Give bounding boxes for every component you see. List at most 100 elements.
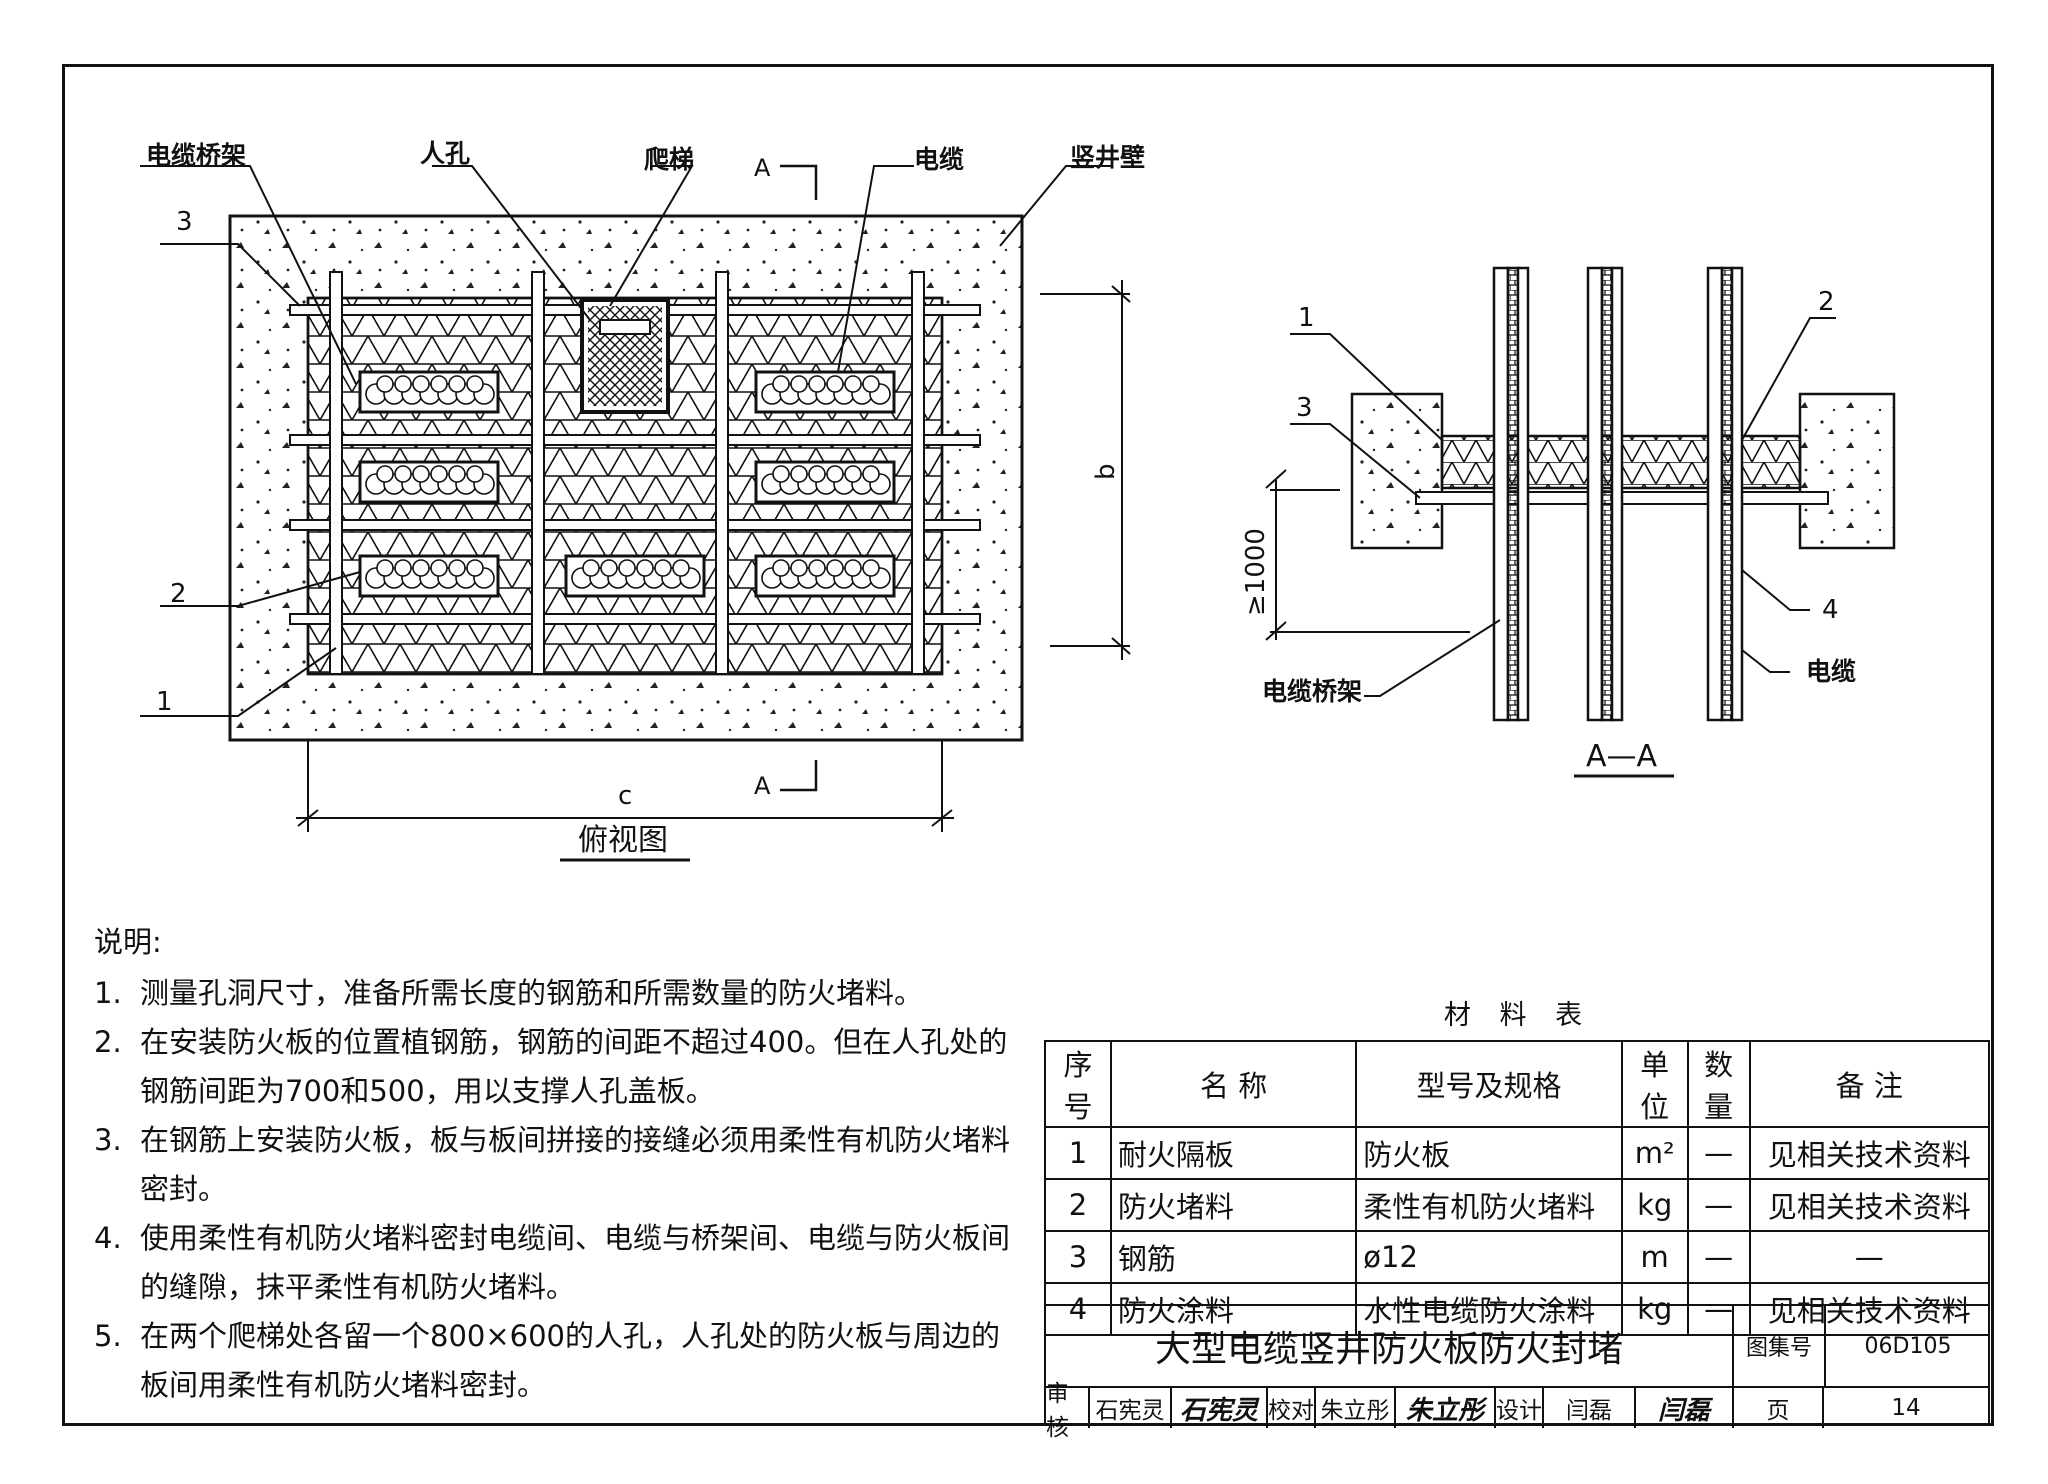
dim-c: c	[618, 781, 632, 811]
section-callout-1: 1	[1298, 303, 1315, 333]
table-cell: —	[1686, 1126, 1751, 1180]
table-cell: 防火涂料	[1109, 1282, 1358, 1336]
section-callout-3: 3	[1296, 393, 1313, 423]
review-label: 审核	[1046, 1381, 1090, 1441]
note-text: 使用柔性有机防火堵料密封电缆间、电缆与桥架间、电缆与防火板间的缝隙，抹平柔性有机…	[140, 1221, 1011, 1304]
table-cell: ø12	[1355, 1230, 1623, 1284]
note-num: 5.	[94, 1319, 122, 1353]
plan-caption: 俯视图	[578, 823, 668, 858]
note-num: 1.	[94, 976, 122, 1010]
label-section-bottom: A	[754, 772, 771, 800]
label-cable: 电缆	[914, 145, 964, 174]
signature-row: 审核 石宪灵 石宪灵 校对 朱立彤 朱立彤 设计 闫磊 闫磊 页 14	[1046, 1381, 1988, 1441]
note-num: 4.	[94, 1221, 122, 1255]
table-cell: 防火堵料	[1109, 1178, 1358, 1232]
atlas-number: 06D105	[1864, 1333, 1952, 1359]
check-signature: 朱立彤	[1396, 1388, 1496, 1428]
col-header: 名 称	[1109, 1040, 1358, 1128]
review-name: 石宪灵	[1090, 1388, 1172, 1428]
section-view: 1 3 2 4 电缆 电缆桥架 ≥1000 A—A	[1241, 266, 1896, 778]
section-callout-4: 4	[1822, 595, 1839, 625]
atlas-label: 图集号	[1734, 1306, 1826, 1386]
drawing-title: 大型电缆竖井防火板防火封堵	[1046, 1306, 1734, 1386]
section-label-cable: 电缆	[1806, 657, 1856, 686]
note-num: 3.	[94, 1123, 122, 1157]
check-name: 朱立彤	[1316, 1388, 1396, 1428]
col-header: 备 注	[1748, 1040, 1991, 1128]
section-leaders	[1265, 317, 1836, 778]
note-item: 5. 在两个爬梯处各留一个800×600的人孔，人孔处的防火板与周边的板间用柔性有…	[94, 1312, 1014, 1410]
table-cell: —	[1686, 1282, 1751, 1336]
table-cell: 2	[1044, 1178, 1112, 1232]
review-signature: 石宪灵	[1172, 1388, 1268, 1428]
table-cell: 3	[1044, 1230, 1112, 1284]
table-cell: kg	[1620, 1178, 1689, 1232]
design-label: 设计	[1496, 1388, 1544, 1428]
page-label: 页	[1734, 1388, 1824, 1428]
note-item: 1. 测量孔洞尺寸，准备所需长度的钢筋和所需数量的防火堵料。	[94, 969, 1014, 1018]
dimension-lines	[296, 280, 1131, 862]
note-text: 在安装防火板的位置植钢筋，钢筋的间距不超过400。但在人孔处的钢筋间距为700和…	[140, 1025, 1008, 1108]
plan-leaders	[140, 165, 1112, 717]
note-item: 2. 在安装防火板的位置植钢筋，钢筋的间距不超过400。但在人孔处的钢筋间距为70…	[94, 1018, 1014, 1116]
label-section-top: A	[754, 154, 771, 182]
table-cell: m²	[1620, 1126, 1689, 1180]
section-markers	[780, 164, 818, 792]
callout-3: 3	[176, 207, 193, 237]
label-shaft-wall: 竖井壁	[1070, 143, 1145, 172]
check-label: 校对	[1268, 1388, 1316, 1428]
table-cell: 耐火隔板	[1109, 1126, 1358, 1180]
table-header-row: 序号 名 称 型号及规格 单位 数量 备 注	[1044, 1040, 1991, 1128]
callout-2: 2	[170, 579, 187, 609]
table-cell: —	[1686, 1230, 1751, 1284]
drawing-frame	[62, 64, 1994, 1426]
manhole	[580, 298, 670, 414]
col-header: 单位	[1620, 1040, 1689, 1128]
table-cell: 见相关技术资料	[1748, 1282, 1991, 1336]
label-manhole: 人孔	[420, 139, 470, 168]
section-caption: A—A	[1586, 739, 1658, 774]
materials-title: 材 料 表	[1443, 1000, 1593, 1031]
notes: 说明: 1. 测量孔洞尺寸，准备所需长度的钢筋和所需数量的防火堵料。 2. 在安装防…	[94, 918, 1014, 1410]
section-dim: ≥1000	[1241, 528, 1271, 616]
table-cell: kg	[1620, 1282, 1689, 1336]
section-right-wall	[1798, 392, 1896, 550]
table-cell: 水性电缆防火涂料	[1355, 1282, 1623, 1336]
note-text: 在钢筋上安装防火板，板与板间拼接的接缝必须用柔性有机防火堵料密封。	[140, 1123, 1011, 1206]
notes-header: 说明:	[94, 925, 162, 959]
design-signature: 闫磊	[1636, 1388, 1734, 1428]
plan-view: 电缆桥架 人孔 爬梯 电缆 竖井壁 A A 3 2 1 b c 俯视图	[140, 139, 1145, 862]
label-ladder: 爬梯	[644, 145, 694, 174]
table-cell: 柔性有机防火堵料	[1355, 1178, 1623, 1232]
callout-1: 1	[156, 687, 173, 717]
col-header: 数量	[1686, 1040, 1751, 1128]
label-cable-tray: 电缆桥架	[146, 141, 246, 170]
note-item: 4. 使用柔性有机防火堵料密封电缆间、电缆与桥架间、电缆与防火板间的缝隙，抹平柔性…	[94, 1214, 1014, 1312]
table-cell: 钢筋	[1109, 1230, 1358, 1284]
design-name: 闫磊	[1544, 1388, 1636, 1428]
note-text: 在两个爬梯处各留一个800×600的人孔，人孔处的防火板与周边的板间用柔性有机防…	[140, 1319, 1001, 1402]
table-cell: —	[1686, 1178, 1751, 1232]
table-cell: 见相关技术资料	[1748, 1178, 1991, 1232]
note-num: 2.	[94, 1025, 122, 1059]
page-number: 14	[1891, 1395, 1921, 1421]
col-header: 型号及规格	[1355, 1040, 1623, 1128]
table-cell: 1	[1044, 1126, 1112, 1180]
section-callout-2: 2	[1818, 287, 1835, 317]
table-cell: —	[1748, 1230, 1991, 1284]
table-cell: 防火板	[1355, 1126, 1623, 1180]
note-item: 3. 在钢筋上安装防火板，板与板间拼接的接缝必须用柔性有机防火堵料密封。	[94, 1116, 1014, 1214]
table-cell: m	[1620, 1230, 1689, 1284]
section-trays	[1492, 266, 1744, 722]
table-cell: 见相关技术资料	[1748, 1126, 1991, 1180]
title-block: 大型电缆竖井防火板防火封堵 图集号 06D105 审核 石宪灵 石宪灵 校对 朱…	[1044, 1304, 1990, 1441]
dim-b: b	[1091, 463, 1121, 480]
note-text: 测量孔洞尺寸，准备所需长度的钢筋和所需数量的防火堵料。	[140, 976, 924, 1010]
section-left-wall	[1350, 392, 1444, 550]
